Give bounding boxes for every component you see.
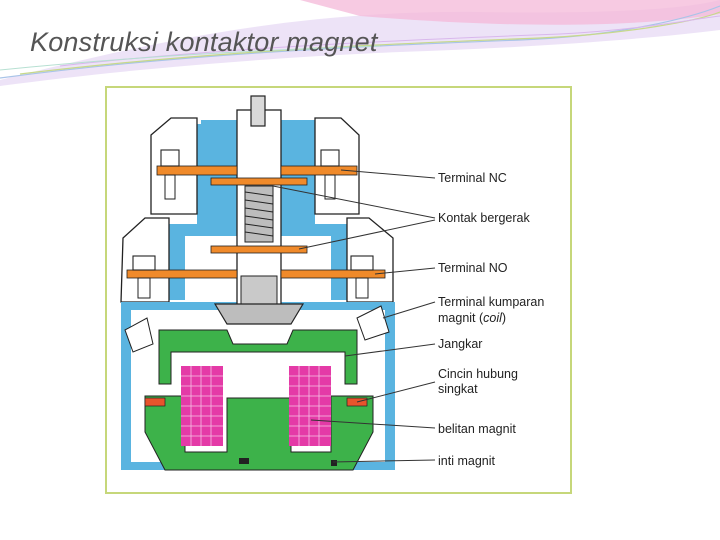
leader-inti [332, 459, 436, 463]
housing-upper-cap [201, 120, 324, 216]
label-belitan: belitan magnit [438, 422, 516, 436]
leader-terminal-nc [340, 169, 436, 179]
label-terminal-kumparan-1: Terminal kumparan [438, 295, 544, 309]
core-inti-magnit [144, 395, 374, 471]
leader-terminal-no [374, 267, 436, 275]
screw-nc-right [320, 149, 340, 167]
leader-jangkar [344, 343, 436, 357]
terminal-no-bar-left [126, 269, 238, 279]
label-kontak-bergerak: Kontak bergerak [438, 211, 530, 225]
swoosh-band-pink [300, 0, 720, 25]
ring-cincin-left [144, 397, 166, 407]
armature-jangkar [158, 329, 358, 385]
coil-grid-left [181, 366, 223, 446]
label-cincin-1: Cincin hubung [438, 367, 518, 381]
screw-no-right-stem [355, 277, 369, 299]
shaft-base-wedge [213, 303, 305, 325]
spring-coils [244, 191, 274, 237]
label-terminal-kumparan-2: magnit (coil) [438, 311, 506, 325]
swoosh-line-3 [59, 15, 720, 67]
label-terminal-no: Terminal NO [438, 261, 508, 275]
leader-belitan [310, 419, 436, 429]
label-terminal-kumparan-2c: ) [502, 311, 506, 325]
label-cincin-2: singkat [438, 382, 478, 396]
leader-kontak-bergerak-1 [272, 185, 436, 219]
swoosh-line-1 [0, 5, 720, 79]
header-swoosh-decoration [0, 0, 720, 86]
label-terminal-nc: Terminal NC [438, 171, 507, 185]
core-mark-left [239, 458, 249, 464]
label-terminal-kumparan-2b: coil [483, 311, 503, 325]
shaft-top-rod [250, 95, 266, 127]
screw-nc-left [160, 149, 180, 167]
screw-no-right [350, 255, 374, 271]
shaft-lower-block [240, 275, 278, 305]
housing-middle [169, 224, 347, 300]
terminal-no-bar-right [280, 269, 386, 279]
diagram-frame: Terminal NC Kontak bergerak Terminal NO … [105, 86, 572, 494]
label-jangkar: Jangkar [438, 337, 482, 351]
leader-lines [272, 169, 436, 463]
swoosh-line-4 [0, 45, 381, 71]
terminal-nc-bar-left [156, 165, 238, 176]
slide-title: Konstruksi kontaktor magnet [30, 27, 378, 57]
swoosh-line-2 [19, 11, 720, 75]
screw-nc-right-stem [324, 174, 336, 200]
coil-terminal-hatch-left [124, 317, 154, 353]
label-terminal-kumparan-2a: magnit ( [438, 311, 484, 325]
terminal-nc-bar-right [280, 165, 358, 176]
core-mark-right [331, 460, 337, 466]
moving-contact-lower [210, 245, 308, 254]
moving-contact-upper [210, 177, 308, 186]
label-inti: inti magnit [438, 454, 495, 468]
leader-terminal-kumparan [382, 301, 436, 319]
contactor-diagram: Terminal NC Kontak bergerak Terminal NO … [120, 95, 544, 471]
coil-grid-right [289, 366, 331, 446]
leader-cincin [356, 381, 436, 403]
screw-no-left [132, 255, 156, 271]
screw-nc-left-stem [164, 174, 176, 200]
coil-terminal-hatch [356, 305, 390, 341]
leader-kontak-bergerak-2 [298, 219, 436, 250]
screw-no-left-stem [137, 277, 151, 299]
